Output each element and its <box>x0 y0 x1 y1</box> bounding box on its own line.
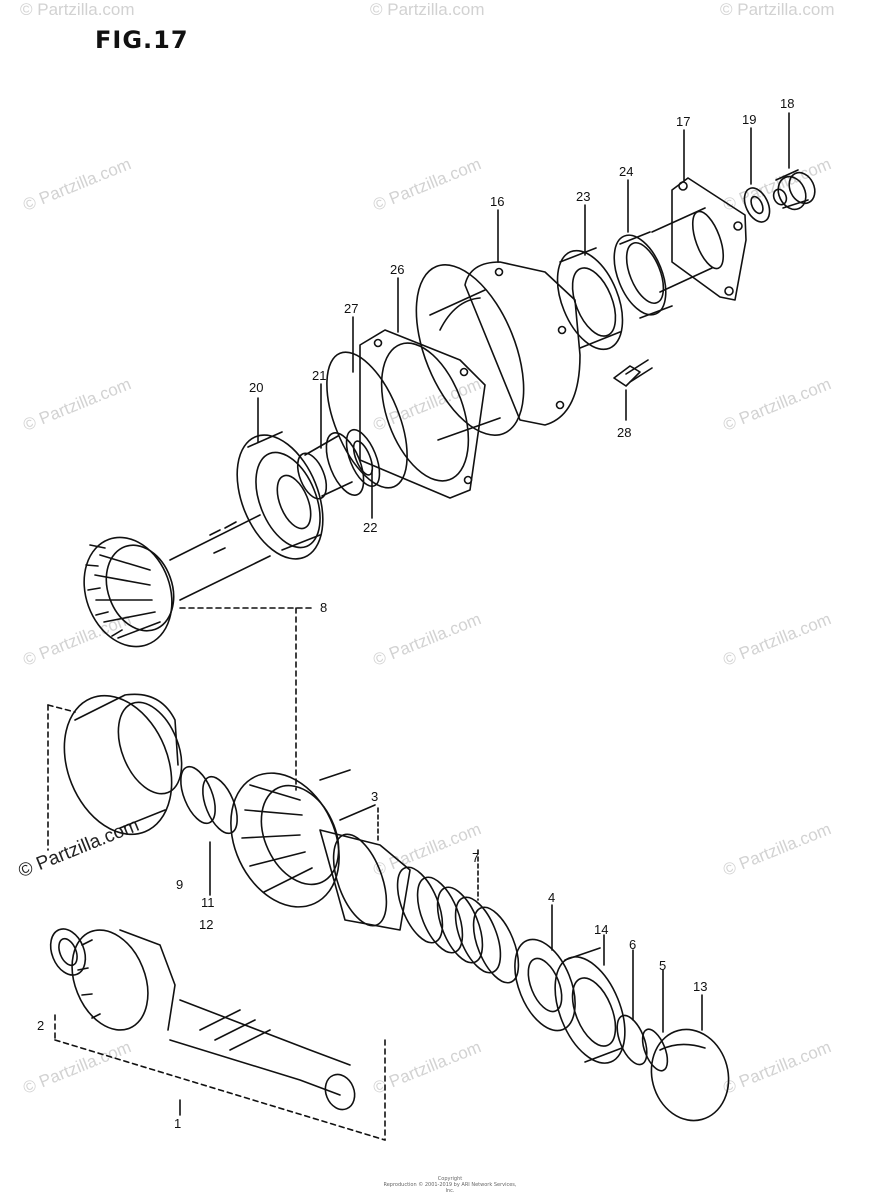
part-ring-gear <box>230 769 376 908</box>
part-label-28: 28 <box>617 425 631 440</box>
part-label-26: 26 <box>390 262 404 277</box>
part-8-drive-pinion <box>83 514 271 648</box>
part-13-cap <box>650 1028 730 1122</box>
part-9-shim <box>180 765 216 825</box>
figure-title: FIG.17 <box>95 26 189 54</box>
part-label-9: 9 <box>176 877 183 892</box>
part-3-clutch-sleeve <box>319 829 411 931</box>
part-label-4: 4 <box>548 890 555 905</box>
part-18-nut <box>772 169 816 211</box>
part-14-bearing <box>554 947 626 1064</box>
part-label-8: 8 <box>320 600 327 615</box>
part-label-5: 5 <box>659 958 666 973</box>
part-27-o-ring <box>326 351 408 489</box>
part-7-spring <box>396 866 520 984</box>
part-label-22: 22 <box>363 520 377 535</box>
part-17-coupling-flange <box>651 177 747 301</box>
part-4-spring-seat <box>514 938 576 1032</box>
part-label-21: 21 <box>312 368 326 383</box>
part-label-14: 14 <box>594 922 608 937</box>
part-16-housing <box>415 261 581 441</box>
part-24-oil-seal <box>613 231 673 319</box>
watermark: © Partzilla.com <box>370 0 485 19</box>
part-20-bearing <box>236 431 324 560</box>
copyright-footer: Copyright Reproduction © 2001-2019 by AR… <box>380 1176 520 1194</box>
part-label-17: 17 <box>676 114 690 129</box>
part-5-snap-ring <box>641 1028 669 1072</box>
part-26-gasket <box>359 329 486 499</box>
part-label-18: 18 <box>780 96 794 111</box>
part-label-3: 3 <box>371 789 378 804</box>
part-11-shim <box>202 775 238 835</box>
part-6-circlip <box>616 1014 648 1066</box>
part-label-24: 24 <box>619 164 633 179</box>
part-label-2: 2 <box>37 1018 44 1033</box>
copyright-line: Copyright <box>437 1176 463 1182</box>
reproduction-line: Reproduction © 2001-2019 by ARI Network … <box>383 1182 517 1194</box>
part-label-19: 19 <box>742 112 756 127</box>
part-label-7: 7 <box>472 850 479 865</box>
part-22-shim <box>345 428 381 488</box>
part-28-bolt <box>613 359 653 387</box>
part-23-bearing <box>556 247 624 351</box>
part-label-13: 13 <box>693 979 707 994</box>
watermark: © Partzilla.com <box>20 0 135 19</box>
watermark: © Partzilla.com <box>720 0 835 19</box>
part-label-12: 12 <box>199 917 213 932</box>
part-label-16: 16 <box>490 194 504 209</box>
part-label-23: 23 <box>576 189 590 204</box>
part-label-1: 1 <box>174 1116 181 1131</box>
part-label-20: 20 <box>249 380 263 395</box>
part-label-11: 11 <box>201 895 215 910</box>
part-1-shaft <box>169 999 356 1111</box>
part-differential-case <box>63 693 183 836</box>
part-19-washer <box>743 187 771 223</box>
part-2-gear <box>49 928 176 1031</box>
part-label-27: 27 <box>344 301 358 316</box>
part-label-6: 6 <box>629 937 636 952</box>
